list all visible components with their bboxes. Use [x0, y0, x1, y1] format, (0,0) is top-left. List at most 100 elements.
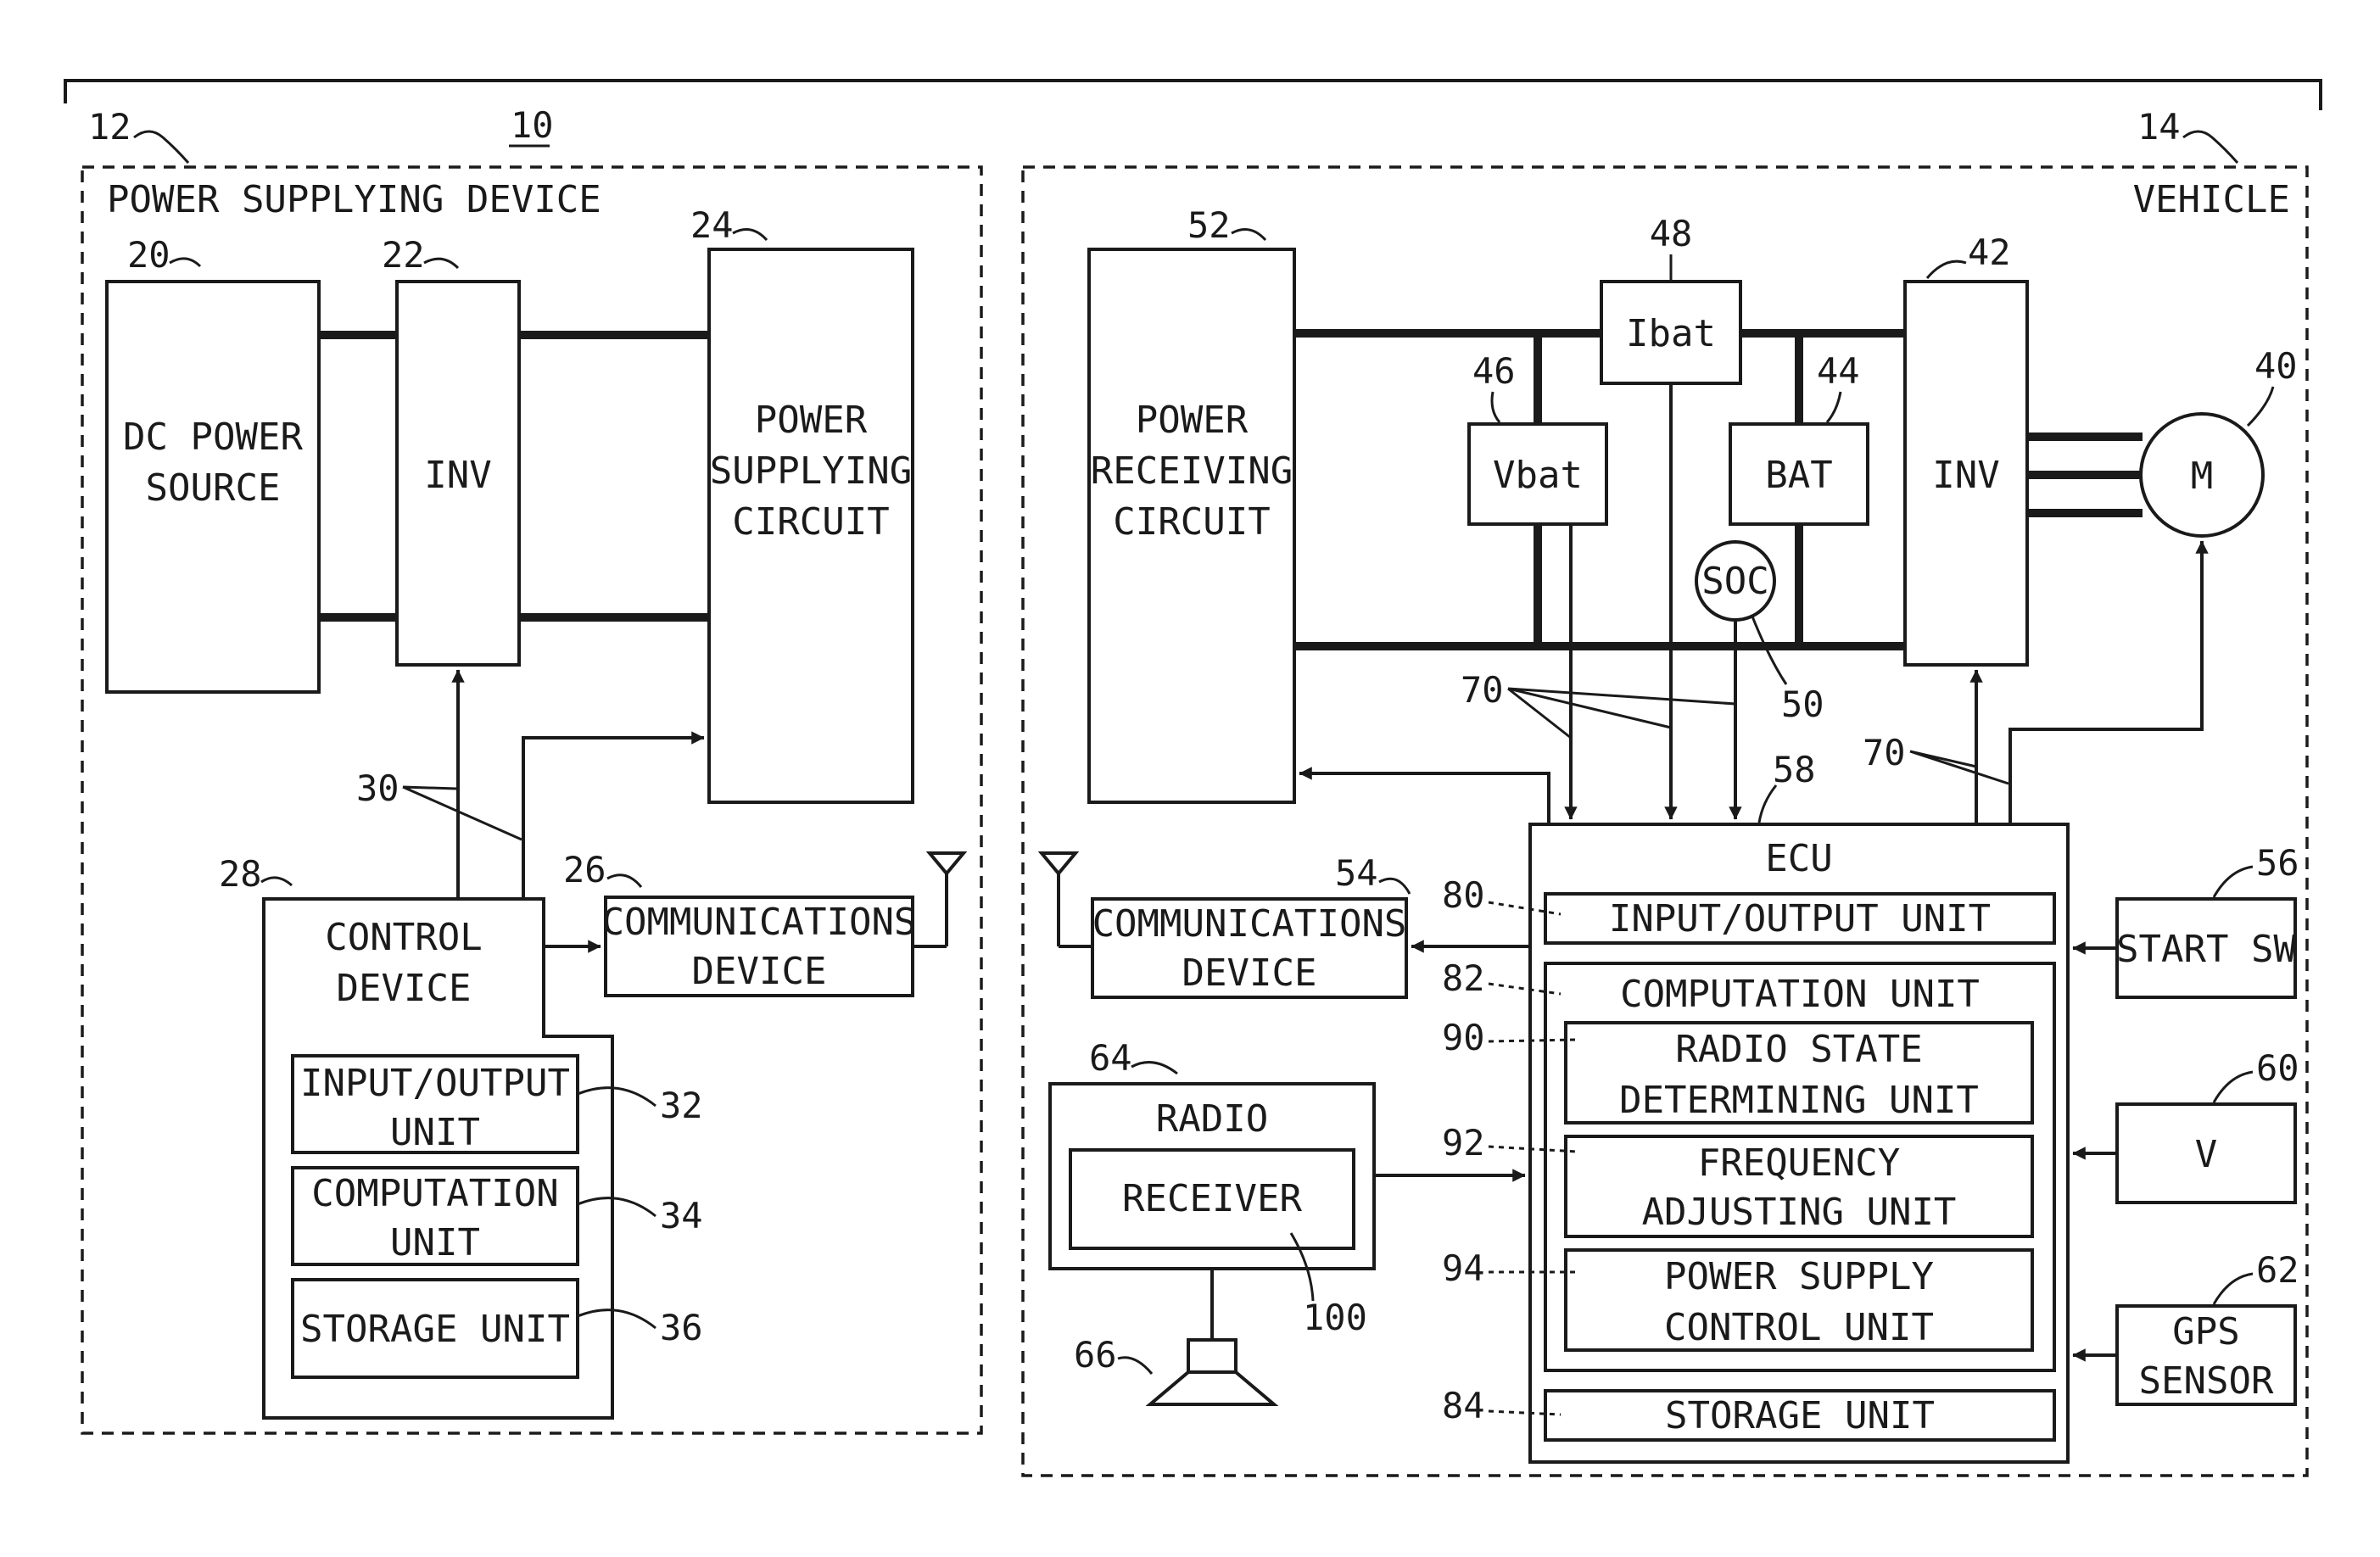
radio-ref: 64 [1089, 1037, 1132, 1079]
vehicle-ref: 14 [2137, 106, 2181, 148]
vbat-sensor-label: Vbat [1493, 454, 1583, 497]
ecu-io-ref: 80 [1442, 874, 1485, 916]
communications-device-vehicle-label-2: DEVICE [1182, 952, 1317, 995]
gps-leader [2214, 1274, 2253, 1304]
radio-state-determining-unit-label-2: DETERMINING UNIT [1619, 1079, 1979, 1122]
speaker-ref: 66 [1074, 1334, 1117, 1376]
psd-title: POWER SUPPLYING DEVICE [107, 178, 601, 221]
signal-lines-supply-ref: 30 [356, 767, 399, 809]
ps-circuit-ref: 24 [690, 204, 734, 246]
start-sw-leader [2214, 867, 2253, 897]
vbat-leader [1492, 392, 1500, 422]
supply-inverter-label: INV [424, 454, 491, 497]
soc-ref: 50 [1781, 684, 1824, 725]
communications-device-supply-label-1: COMMUNICATIONS [602, 901, 917, 944]
freq-adjust-ref: 92 [1442, 1122, 1485, 1164]
radio-label: RADIO [1156, 1097, 1268, 1141]
v-sensor-leader [2214, 1072, 2253, 1102]
radio-leader [1131, 1063, 1177, 1074]
ps-circuit-leader [733, 230, 767, 241]
signal-ecu-to-motor [2010, 541, 2202, 824]
pr-circuit-ref: 52 [1187, 204, 1231, 246]
ecu-leader [1759, 785, 1776, 823]
comm-vehicle-ref: 54 [1335, 852, 1378, 894]
power-receiving-circuit-label-3: CIRCUIT [1113, 500, 1270, 544]
signal-lines-vehicle-ref-a: 70 [1461, 669, 1504, 711]
ecu-ref: 58 [1773, 749, 1816, 790]
inv-vehicle-leader [1927, 261, 1966, 278]
psd-ref: 12 [88, 106, 131, 148]
pr-circuit-leader [1232, 230, 1265, 241]
inv-vehicle-ref: 42 [1968, 232, 2011, 273]
gps-sensor-label-2: SENSOR [2139, 1359, 2274, 1403]
dc-source-ref: 20 [127, 234, 170, 276]
ecu-label: ECU [1765, 837, 1832, 880]
storage-unit-supply-label: STORAGE UNIT [300, 1308, 570, 1351]
control-device-leader [261, 878, 292, 885]
power-supplying-circuit-label-1: POWER [755, 399, 868, 442]
power-supply-control-ref: 94 [1442, 1247, 1485, 1289]
power-supplying-circuit-label-3: CIRCUIT [732, 500, 889, 544]
motor-label: M [2191, 455, 2214, 498]
vehicle-title: VEHICLE [2133, 178, 2290, 221]
battery-ref: 44 [1817, 350, 1860, 392]
communications-device-vehicle-label-1: COMMUNICATIONS [1092, 902, 1407, 946]
storage-unit-supply-ref: 36 [660, 1307, 703, 1348]
system-bracket [65, 81, 2321, 110]
computation-unit-supply-ref: 34 [660, 1195, 703, 1236]
io-unit-supply-label-1: INPUT/OUTPUT [300, 1062, 570, 1105]
system-ref: 10 [511, 104, 554, 146]
antenna-supply-icon [913, 853, 964, 946]
ecu-comp-ref: 82 [1442, 957, 1485, 999]
start-switch-label: START SW [2116, 928, 2296, 971]
gps-sensor-label-1: GPS [2172, 1310, 2239, 1353]
ibat-sensor-label: Ibat [1626, 312, 1716, 355]
speaker-leader [1118, 1358, 1152, 1374]
ecu-storage-ref: 84 [1442, 1385, 1485, 1426]
computation-unit-supply-label-1: COMPUTATION [311, 1172, 558, 1215]
receiver-label: RECEIVER [1122, 1177, 1302, 1220]
psd-ref-leader [134, 131, 188, 163]
inv-supply-ref: 22 [382, 234, 425, 276]
comm-vehicle-leader [1379, 879, 1410, 894]
radio-state-determining-unit-label-1: RADIO STATE [1675, 1028, 1922, 1071]
v-sensor-ref: 60 [2256, 1047, 2299, 1089]
vehicle-inverter-label: INV [1932, 454, 1999, 497]
gps-ref: 62 [2256, 1249, 2299, 1291]
receiver-ref: 100 [1303, 1297, 1367, 1338]
io-unit-supply-label-2: UNIT [390, 1111, 480, 1154]
start-sw-ref: 56 [2256, 842, 2299, 884]
power-supply-control-unit-label-2: CONTROL UNIT [1664, 1306, 1934, 1349]
comm-supply-leader [607, 875, 641, 887]
communications-device-supply-label-2: DEVICE [692, 950, 827, 993]
signal-lines-vehicle-ref-b: 70 [1863, 732, 1906, 773]
speaker-icon [1150, 1269, 1274, 1404]
control-device-label-2: DEVICE [337, 967, 472, 1010]
dc-power-source-label-1: DC POWER [123, 416, 303, 459]
ecu-computation-unit-label: COMPUTATION UNIT [1620, 973, 1980, 1016]
signal-lines-vehicle-leader-a [1508, 689, 1735, 738]
ecu-io-unit-label: INPUT/OUTPUT UNIT [1609, 897, 1991, 940]
power-receiving-circuit-label-1: POWER [1136, 399, 1249, 442]
battery-leader [1827, 392, 1841, 422]
power-supplying-circuit-label-2: SUPPLYING [710, 449, 912, 493]
control-device-label-1: CONTROL [325, 916, 482, 959]
radio-state-leader [1489, 1040, 1578, 1041]
antenna-vehicle-icon [1042, 853, 1092, 946]
signal-lines-vehicle-leader-b [1910, 751, 2008, 784]
signal-lines-supply-leader [403, 787, 522, 840]
ibat-ref: 48 [1650, 213, 1693, 254]
comm-supply-ref: 26 [563, 849, 606, 890]
battery-label: BAT [1765, 454, 1832, 497]
radio-state-ref: 90 [1442, 1017, 1485, 1058]
dc-power-source-label-2: SOURCE [146, 466, 281, 510]
signal-ecu-to-prc [1299, 773, 1549, 824]
control-device-ref: 28 [219, 853, 262, 895]
soc-sensor-label: SOC [1701, 560, 1768, 603]
frequency-adjusting-unit-label-1: FREQUENCY [1698, 1141, 1900, 1185]
ecu-storage-unit-label: STORAGE UNIT [1665, 1394, 1935, 1437]
io-unit-supply-ref: 32 [660, 1085, 703, 1126]
power-supply-control-unit-label-1: POWER SUPPLY [1664, 1255, 1934, 1298]
motor-ref: 40 [2254, 345, 2298, 387]
